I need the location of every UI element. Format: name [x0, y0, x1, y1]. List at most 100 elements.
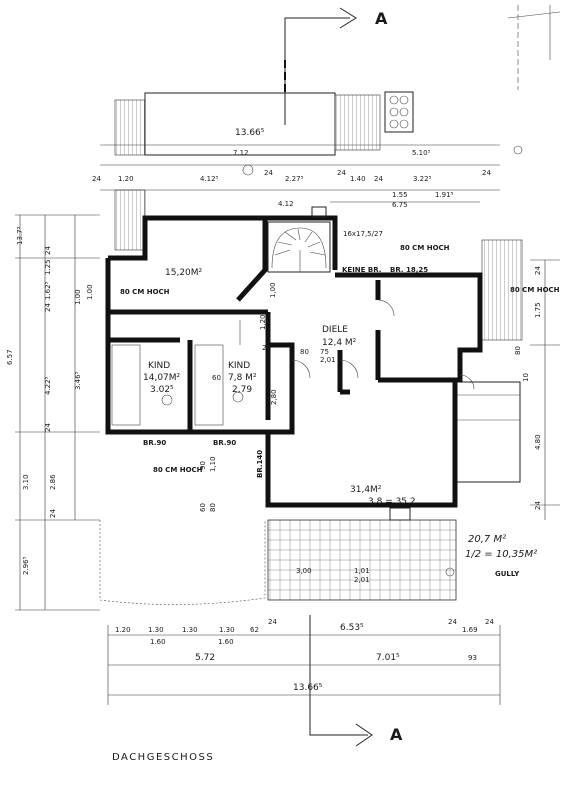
dim-left-l8: 4.22⁵ — [44, 376, 52, 395]
dim-right-r2: 1.75 — [534, 302, 542, 318]
dim-top-c3: 4.12⁵ — [200, 175, 219, 183]
misc-m14: 24 — [262, 344, 271, 352]
kind1-area: 14,07M² — [143, 373, 181, 383]
note-hoch-right: 80 CM HOCH — [510, 286, 560, 294]
terrace-calc: 1/2 = 10,35M² — [465, 549, 537, 560]
misc-m5: 60 — [199, 503, 207, 512]
dim-top-c4: 24 — [264, 169, 273, 177]
note-br-1825: BR. 18,25 — [390, 266, 428, 274]
walls — [105, 215, 483, 508]
dim-left-l11: 3.10 — [22, 474, 30, 490]
dim-bottom-a5: 62 — [250, 626, 259, 634]
note-br140: BR.140 — [256, 450, 264, 478]
dim-right-r3: 4.80 — [534, 434, 542, 450]
dim-top-c2: 1.20 — [118, 175, 134, 183]
dim-bottom-b2: 1.60 — [218, 638, 234, 646]
dim-left-l12: 2.86 — [49, 474, 57, 490]
dim-top-c5: 2.27⁵ — [285, 175, 304, 183]
dim-bottom-a6: 24 — [268, 618, 277, 626]
dim-top-b: 5.10⁵ — [412, 149, 431, 157]
dim-left-l15: 1.00 — [86, 284, 94, 300]
dim-left-l2: 1.25 — [44, 259, 52, 275]
dim-top-c10: 24 — [482, 169, 491, 177]
dim-left-l7: 6.57 — [6, 349, 14, 365]
dim-bottom-a8: 24 — [448, 618, 457, 626]
misc-m3: 90 — [199, 461, 207, 470]
dim-top-c8: 24 — [374, 175, 383, 183]
dim-right-r1: 24 — [534, 266, 542, 275]
dim-left-l9: 3.46⁵ — [74, 371, 82, 390]
dim-bottom-a7: 6.53⁵ — [340, 623, 364, 633]
dim-top-d2: 6.75 — [392, 201, 408, 209]
dim-left-l3: 24 — [44, 246, 52, 255]
misc-m10: 1,00 — [269, 282, 277, 298]
room-south-calc: 3,8 = 35,2 — [368, 497, 416, 507]
dim-bottom-total: 13.66⁵ — [293, 683, 323, 693]
kind1-height: 3.02⁵ — [150, 385, 174, 395]
misc-m7: 3,00 — [296, 567, 312, 575]
dimensions-left — [15, 214, 100, 611]
note-br90-a: BR.90 — [143, 439, 166, 447]
note-gully: GULLY — [495, 570, 520, 578]
misc-m6: 80 — [209, 503, 217, 512]
dim-bottom-a9: 1.69 — [462, 626, 478, 634]
roof-top-area — [114, 91, 523, 251]
section-label-bottom: A — [390, 725, 404, 744]
kind2-number: 60 — [212, 374, 221, 382]
dim-bottom-a3: 1.30 — [182, 626, 198, 634]
note-hoch-left: 80 CM HOCH — [120, 288, 170, 296]
dim-bottom-c1: 5.72 — [195, 653, 215, 663]
section-marker-top: A — [284, 7, 389, 125]
diele-name: DIELE — [322, 325, 348, 335]
dim-bottom-c2: 7.01⁵ — [376, 653, 400, 663]
misc-m11: 1,20 — [259, 314, 267, 330]
door-swings — [291, 299, 475, 390]
diele-area: 12,4 M² — [322, 338, 357, 348]
dim-bottom-a1: 1.20 — [115, 626, 131, 634]
dim-top-c9: 3.22⁵ — [413, 175, 432, 183]
dim-bottom-c3: 93 — [468, 654, 477, 662]
note-stair: 16x17,5/27 — [343, 230, 383, 238]
misc-m13: 2,01 — [320, 356, 336, 364]
kind2-area: 7,8 M² — [228, 373, 257, 383]
dim-left-l10: 24 — [44, 423, 52, 432]
dim-left-l4: 1.62⁵ — [44, 281, 52, 300]
dim-top-total: 13.66⁵ — [235, 128, 265, 138]
dim-top-c6: 24 — [337, 169, 346, 177]
kind1-name: KIND — [148, 361, 170, 371]
note-keine-br: KEINE BR. — [342, 266, 381, 274]
dimensions-right — [530, 259, 560, 520]
dim-top-c1: 24 — [92, 175, 101, 183]
kind-furniture — [111, 320, 244, 426]
room-south-area: 31,4M² — [350, 485, 382, 495]
room-top-area: 15,20M² — [165, 268, 203, 278]
note-br90-b: BR.90 — [213, 439, 236, 447]
dim-top-small: 4.12 — [278, 200, 294, 208]
dim-left-l1: 13.7⁵ — [16, 226, 24, 245]
dimensions-bottom — [107, 625, 501, 705]
dim-left-l5: 1.00 — [74, 289, 82, 305]
dim-bottom-a4: 1.30 — [219, 626, 235, 634]
section-label-top: A — [375, 9, 389, 28]
dim-right-r4: 24 — [534, 501, 542, 510]
dim-right-r6: 10 — [522, 373, 530, 382]
misc-m4: 1,10 — [209, 456, 217, 472]
right-boundary — [454, 5, 561, 483]
dim-left-l13: 24 — [49, 509, 57, 518]
misc-m2: 2,80 — [270, 389, 278, 405]
misc-m12: 75 — [320, 348, 329, 356]
misc-m9: 2,01 — [354, 576, 370, 584]
dim-left-l6: 24 — [44, 303, 52, 312]
note-hoch-lower: 80 CM HOCH — [153, 466, 203, 474]
misc-m8: 1,01 — [354, 567, 370, 575]
dim-bottom-a2: 1.30 — [148, 626, 164, 634]
terrace — [99, 507, 457, 605]
dim-top-d1: 1.55 — [392, 191, 408, 199]
dim-top-c7: 1.40 — [350, 175, 366, 183]
dimensions-top — [100, 144, 500, 203]
dim-right-r5: 80 — [514, 346, 522, 355]
section-marker-bottom: A — [309, 615, 404, 747]
dim-bottom-b1: 1.60 — [150, 638, 166, 646]
dim-bottom-a10: 24 — [485, 618, 494, 626]
